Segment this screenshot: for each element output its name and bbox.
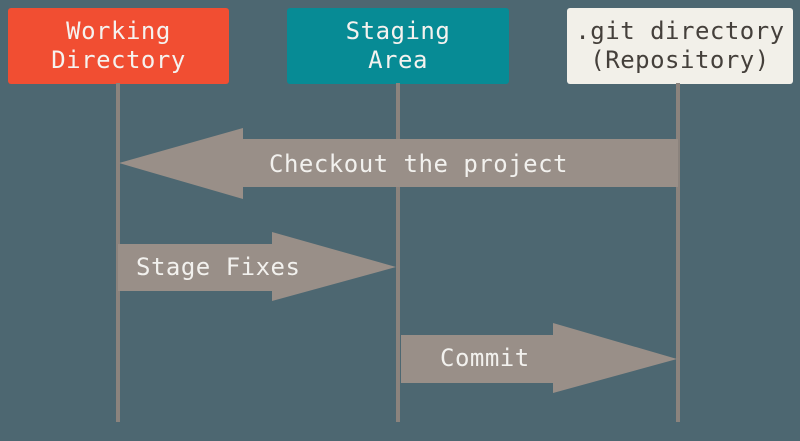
column-header-label: .git directory (Repository) (575, 17, 785, 74)
column-header-working-directory: Working Directory (8, 8, 229, 84)
lifeline-staging-area (396, 83, 400, 422)
arrow-commit: Commit (401, 323, 677, 393)
column-header-label: Staging Area (345, 17, 451, 74)
arrow-label: Checkout the project (269, 149, 568, 178)
arrow-label: Commit (440, 344, 530, 372)
column-header-label: Working Directory (51, 17, 186, 74)
lifeline-git-directory (676, 83, 680, 422)
arrow-stage-fixes: Stage Fixes (118, 232, 396, 301)
column-header-staging-area: Staging Area (287, 8, 509, 84)
column-header-git-directory: .git directory (Repository) (567, 8, 793, 84)
arrow-label: Stage Fixes (136, 252, 301, 281)
